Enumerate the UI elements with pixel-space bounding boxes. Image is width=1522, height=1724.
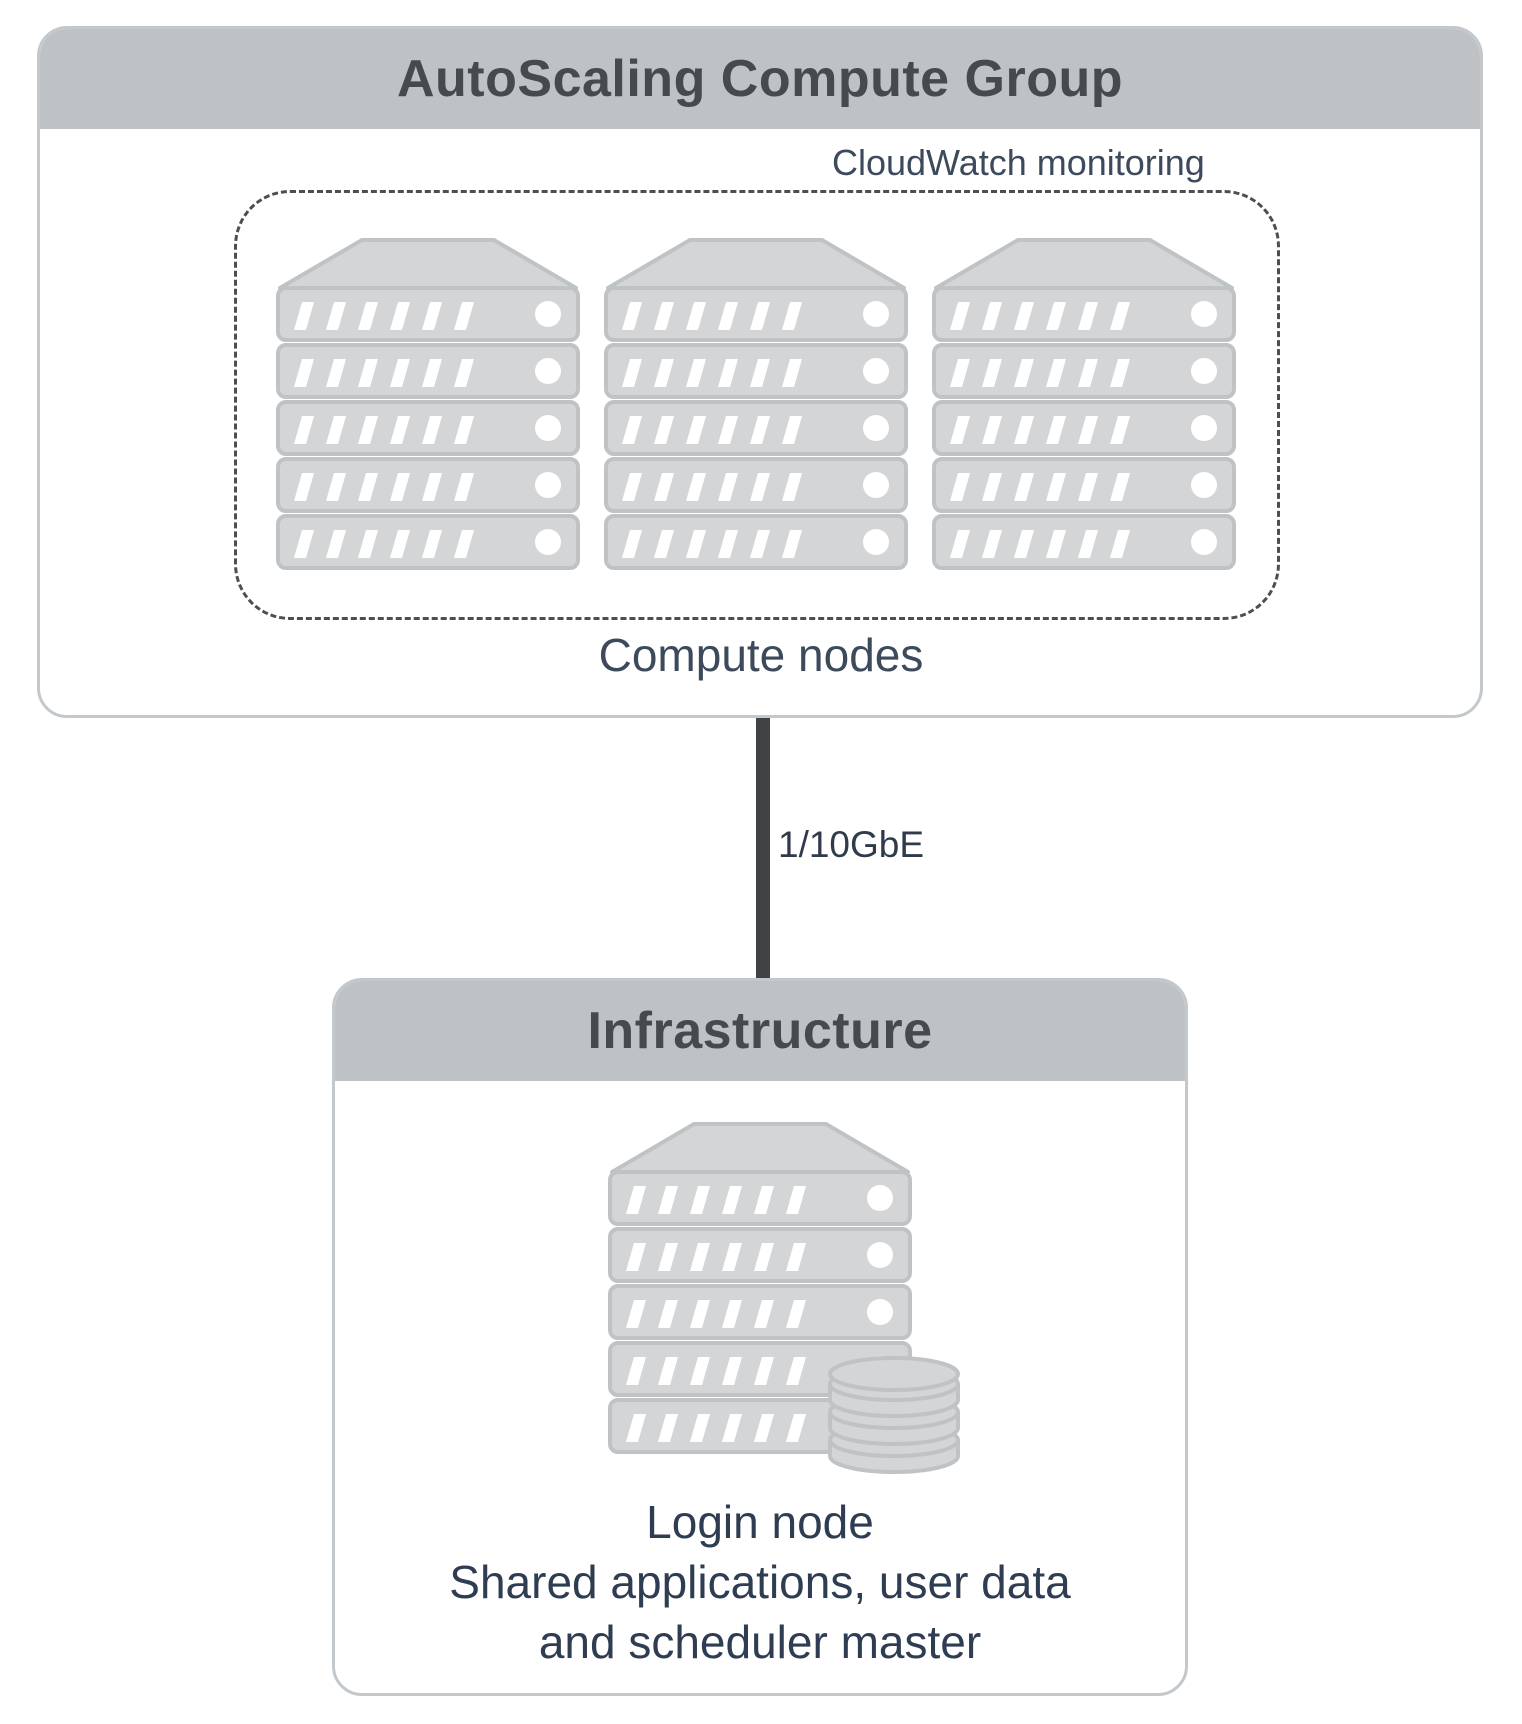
- infrastructure-group-title: Infrastructure: [587, 1002, 933, 1060]
- server-icon: [276, 238, 580, 574]
- server-icon: [604, 238, 908, 574]
- caption-line: and scheduler master: [538, 1616, 982, 1668]
- autoscaling-group-title: AutoScaling Compute Group: [396, 50, 1124, 108]
- network-link-label: 1/10GbE: [778, 824, 925, 865]
- login-node-caption: Login node Shared applications, user dat…: [332, 1492, 1188, 1672]
- cloudwatch-monitoring-boundary: [234, 190, 1280, 620]
- server-icon: [932, 238, 1236, 574]
- autoscaling-group-header: AutoScaling Compute Group: [40, 29, 1480, 129]
- network-link-line: [756, 718, 770, 978]
- compute-nodes-caption: Compute nodes: [598, 629, 924, 681]
- cloudwatch-monitoring-label: CloudWatch monitoring: [832, 142, 1205, 183]
- infrastructure-group-header: Infrastructure: [335, 981, 1185, 1081]
- database-icon: [828, 1356, 960, 1474]
- caption-line: Shared applications, user data: [449, 1556, 1071, 1608]
- caption-line: Login node: [646, 1496, 874, 1548]
